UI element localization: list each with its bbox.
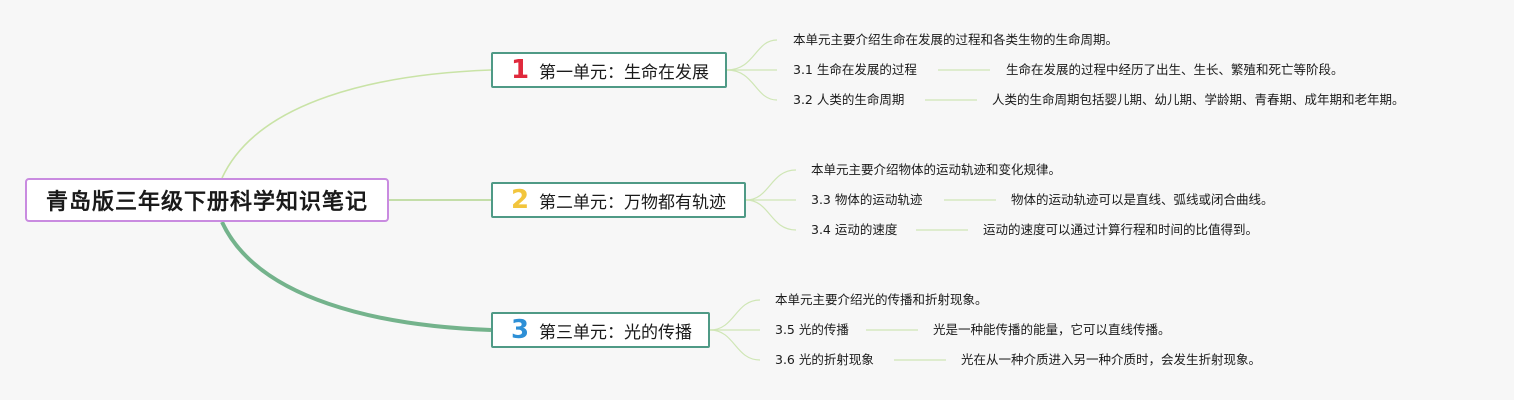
topic-detail-3-4[interactable]: 运动的速度可以通过计算行程和时间的比值得到。: [983, 222, 1259, 237]
branch-line-unit-1: [221, 69, 492, 179]
topic-label-3-2[interactable]: 3.2 人类的生命周期: [793, 92, 905, 107]
topic-detail-3-3[interactable]: 物体的运动轨迹可以是直线、弧线或闭合曲线。: [1011, 192, 1274, 207]
topic-detail-3-2[interactable]: 人类的生命周期包括婴儿期、幼儿期、学龄期、青春期、成年期和老年期。: [992, 92, 1405, 107]
topic-label-3-5[interactable]: 3.5 光的传播: [775, 322, 849, 337]
unit-number-badge: 3: [511, 315, 530, 345]
branch-line-unit-3: [220, 221, 492, 332]
leaf-curve-u1-t2: [726, 69, 778, 101]
unit-3-intro[interactable]: 本单元主要介绍光的传播和折射现象。: [775, 292, 988, 307]
topic-detail-3-5[interactable]: 光是一种能传播的能量，它可以直线传播。: [933, 322, 1171, 337]
unit-1-intro[interactable]: 本单元主要介绍生命在发展的过程和各类生物的生命周期。: [793, 32, 1119, 47]
unit-number-badge: 2: [511, 185, 530, 215]
unit-title: 第三单元：光的传播: [539, 322, 692, 343]
root-title: 青岛版三年级下册科学知识笔记: [45, 190, 368, 215]
unit-2-intro[interactable]: 本单元主要介绍物体的运动轨迹和变化规律。: [811, 162, 1062, 177]
leaf-curve-u2-t2: [745, 199, 797, 231]
topic-label-3-6[interactable]: 3.6 光的折射现象: [775, 352, 874, 367]
leaf-curve-u3-t2: [709, 329, 761, 361]
topic-label-3-4[interactable]: 3.4 运动的速度: [811, 222, 898, 237]
topic-detail-3-6[interactable]: 光在从一种介质进入另一种介质时，会发生折射现象。: [961, 352, 1262, 367]
unit-node-3[interactable]: 3 第三单元：光的传播: [491, 312, 710, 348]
unit-node-2[interactable]: 2 第二单元：万物都有轨迹: [491, 182, 746, 218]
leaf-curve-u1-intro: [726, 39, 778, 71]
unit-node-1[interactable]: 1 第一单元：生命在发展: [491, 52, 727, 88]
topic-label-3-3[interactable]: 3.3 物体的运动轨迹: [811, 192, 923, 207]
unit-title: 第二单元：万物都有轨迹: [539, 192, 726, 213]
unit-title: 第一单元：生命在发展: [539, 62, 709, 83]
topic-label-3-1[interactable]: 3.1 生命在发展的过程: [793, 62, 917, 77]
leaf-curve-u2-intro: [745, 169, 797, 201]
root-node[interactable]: 青岛版三年级下册科学知识笔记: [25, 178, 389, 222]
topic-detail-3-1[interactable]: 生命在发展的过程中经历了出生、生长、繁殖和死亡等阶段。: [1006, 62, 1344, 77]
leaf-curve-u3-intro: [709, 299, 761, 331]
unit-number-badge: 1: [511, 55, 530, 85]
